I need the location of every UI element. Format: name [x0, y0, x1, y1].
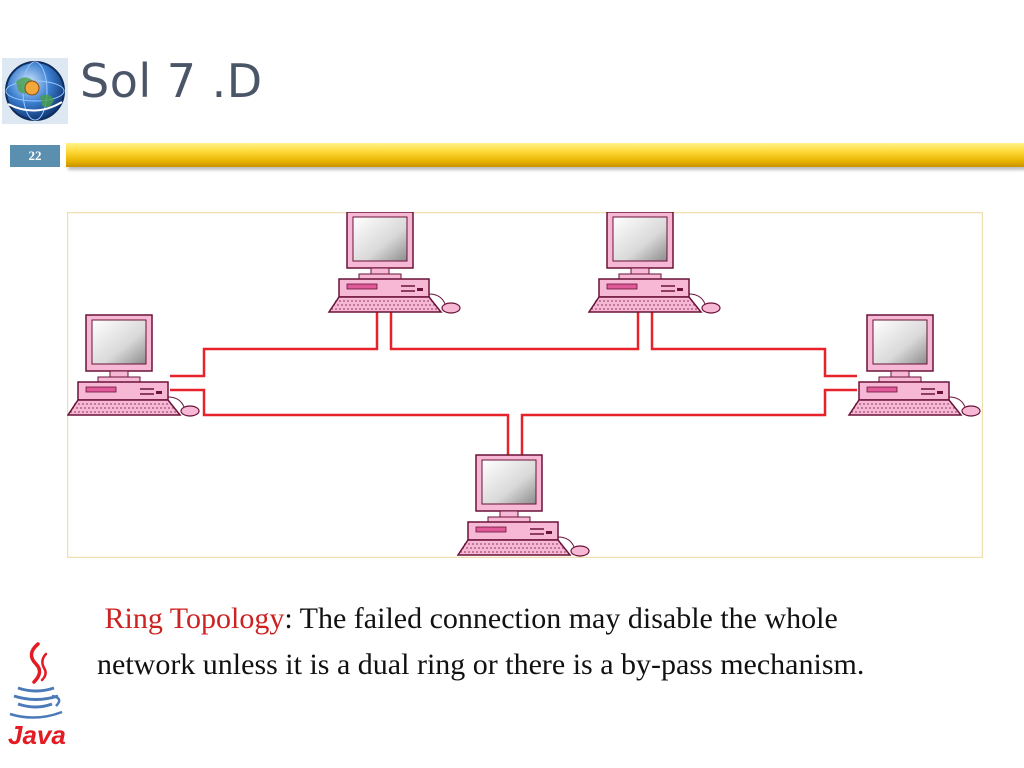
java-wordmark: Java [8, 720, 66, 750]
ring-topology-diagram [67, 212, 983, 558]
page-number-badge: 22 [10, 145, 60, 167]
ring-cable [170, 310, 857, 457]
diagram-frame [67, 212, 983, 558]
cable-topleft-to-topright [389, 310, 640, 351]
cable-left-to-topleft-outer [170, 310, 379, 378]
caption-term: Ring Topology [104, 602, 285, 635]
globe-logo-icon [2, 58, 68, 124]
java-coffee-cup-icon: Java [8, 642, 66, 750]
caption: Ring Topology: The failed connection may… [97, 596, 917, 688]
page-title: Sol 7 .D [80, 54, 263, 108]
cable-topright-to-right-outer [650, 310, 857, 378]
cable-left-to-bottom [170, 388, 510, 457]
caption-text: : The failed connection may disable the … [97, 602, 865, 681]
cable-bottom-to-right [520, 388, 857, 457]
title-divider-bar [66, 143, 1024, 167]
